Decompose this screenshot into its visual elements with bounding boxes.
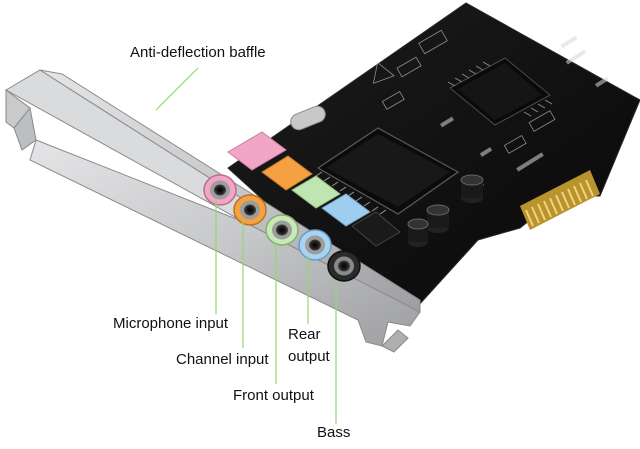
- jack-housings: [227, 131, 401, 247]
- leader-lines: [155, 67, 337, 424]
- label-microphone: Microphone input: [113, 315, 229, 332]
- jack-rear: [298, 229, 332, 261]
- crystal-oscillator: [290, 105, 326, 131]
- label-rear-line2: output: [288, 348, 330, 365]
- jack-front: [265, 214, 299, 246]
- processor-chip: [315, 127, 460, 215]
- jack-microphone: [203, 174, 237, 206]
- label-rear-line1: Rear: [288, 326, 321, 343]
- jack-channel: [233, 194, 267, 226]
- pcb-board: [227, 2, 640, 307]
- leader-baffle: [155, 67, 199, 111]
- jack-bass: [327, 250, 361, 282]
- label-rear: Rear output: [288, 324, 330, 368]
- capacitors: [407, 174, 484, 247]
- pcie-gold-fingers: [520, 170, 600, 230]
- jack-ports: [203, 174, 361, 282]
- label-bass: Bass: [317, 424, 351, 441]
- audio-chip: [447, 57, 553, 126]
- label-front: Front output: [233, 387, 314, 404]
- label-channel: Channel input: [176, 351, 269, 368]
- label-baffle: Anti-deflection baffle: [130, 44, 266, 61]
